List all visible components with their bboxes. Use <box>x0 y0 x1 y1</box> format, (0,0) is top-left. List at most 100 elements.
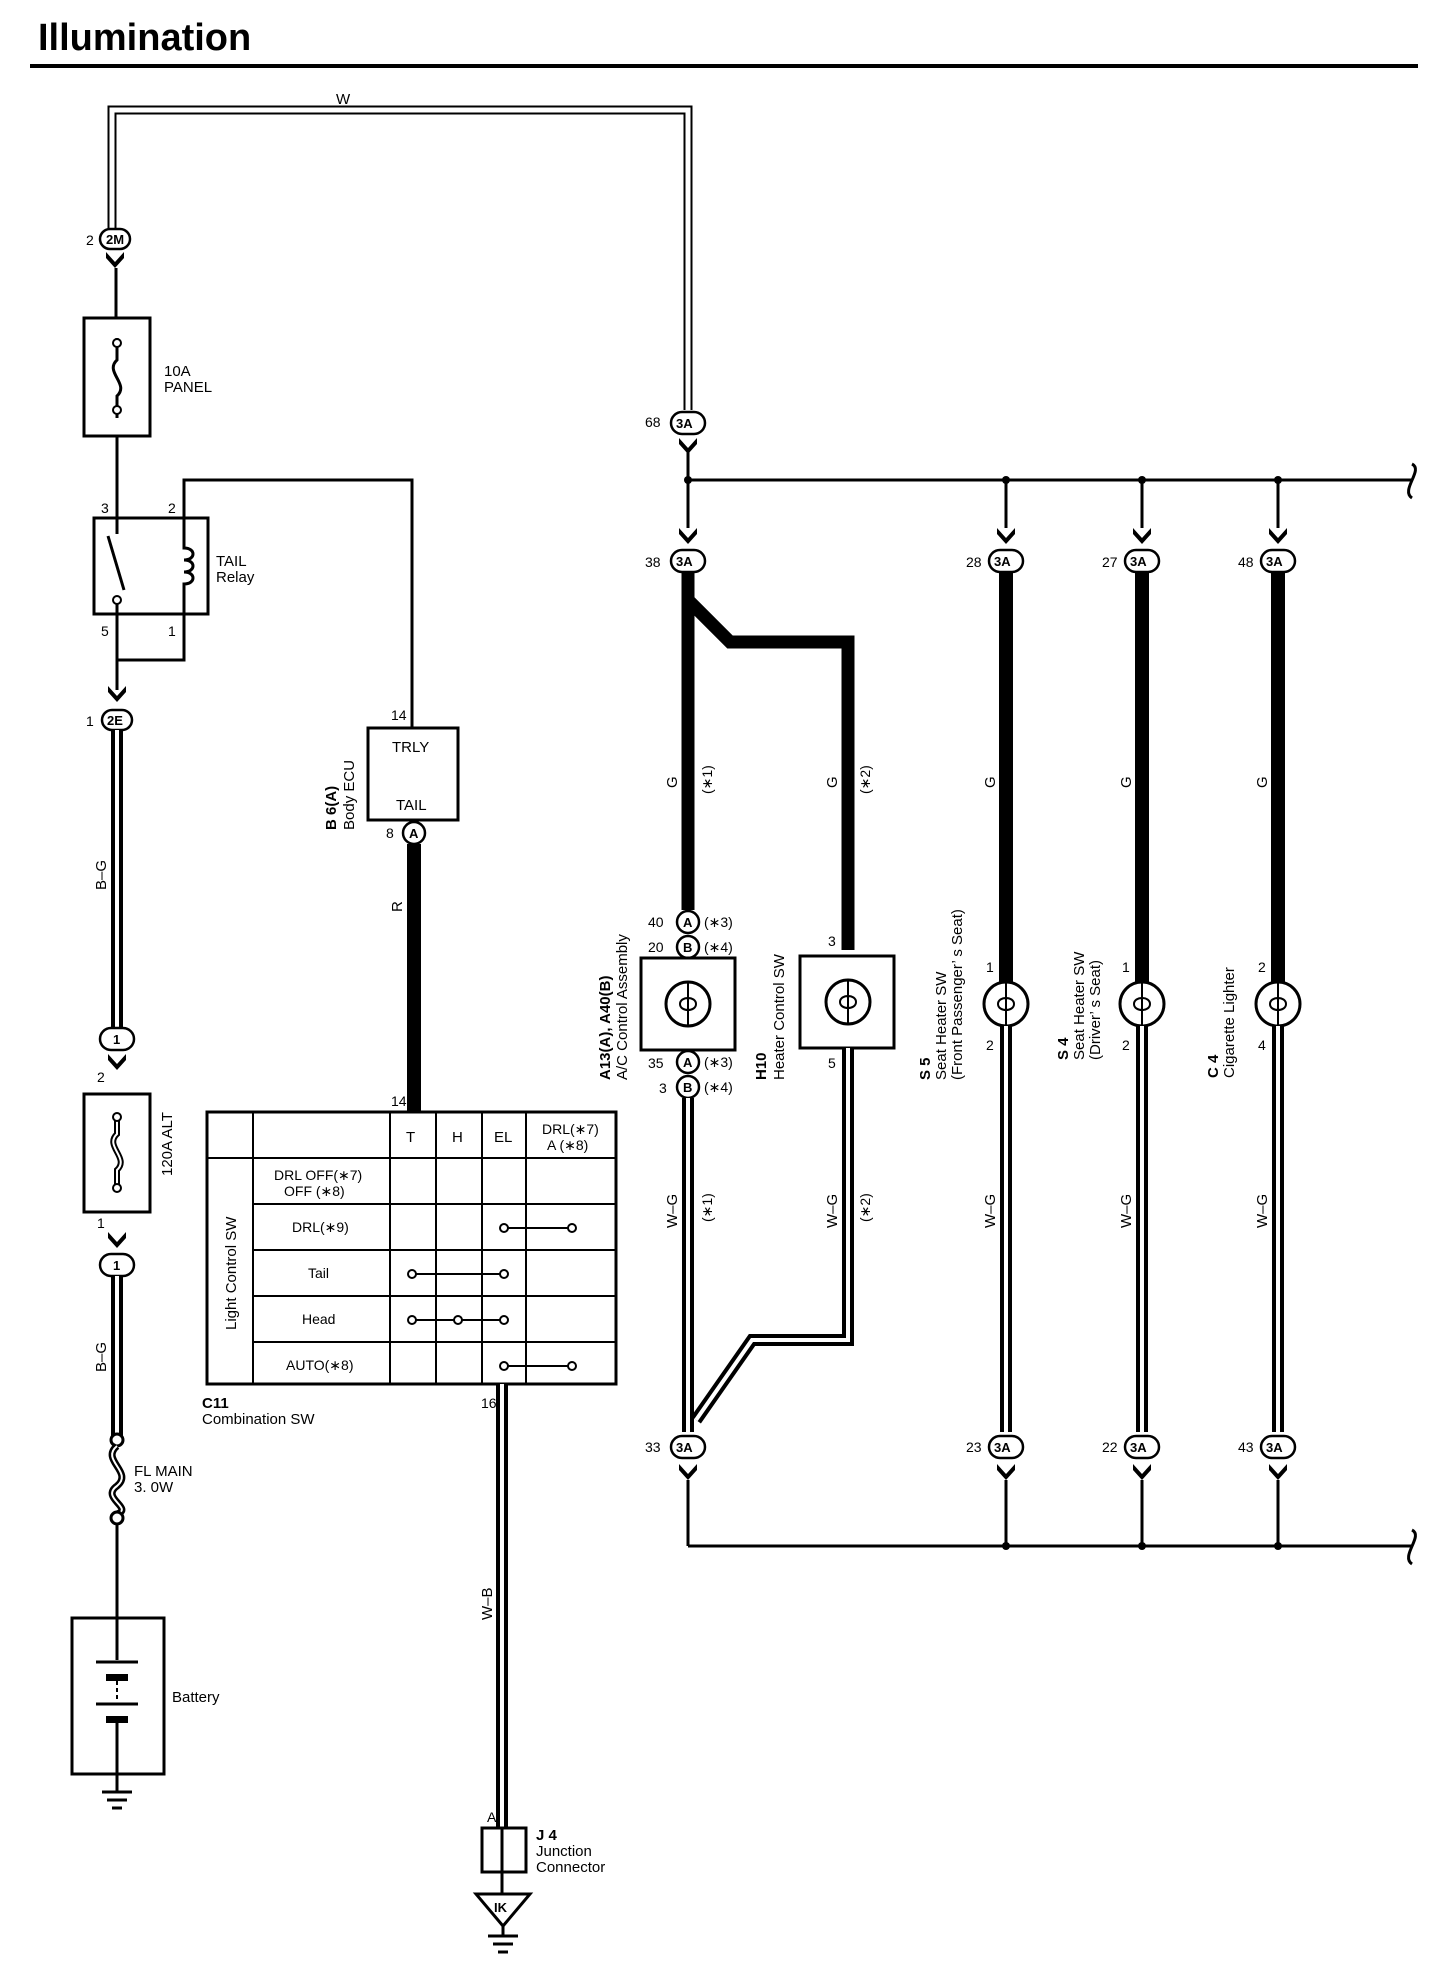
wire-w-top <box>107 105 693 410</box>
svg-text:3A: 3A <box>1130 1440 1147 1455</box>
col-h: H <box>452 1129 463 1146</box>
svg-text:A: A <box>409 826 419 841</box>
bus-bottom <box>686 1480 1417 1566</box>
svg-text:3A: 3A <box>994 1440 1011 1455</box>
svg-text:1: 1 <box>168 623 176 639</box>
fuse-10a-panel: 10A PANEL <box>82 316 212 438</box>
svg-text:35: 35 <box>648 1055 664 1071</box>
svg-text:A13(A), A40(B): A13(A), A40(B) <box>597 976 614 1080</box>
body-ecu: 14 TRLY TAIL B 6(A) Body ECU 8 A <box>323 707 460 846</box>
label-g-3: G <box>982 776 999 788</box>
seat-heater-sw-s4: 1 2 S 4 Seat Heater SW (Driver’ s Seat) <box>1055 951 1166 1060</box>
svg-text:3A: 3A <box>1266 1440 1283 1455</box>
svg-text:28: 28 <box>966 554 982 570</box>
svg-text:Seat Heater SW: Seat Heater SW <box>1071 951 1088 1060</box>
label-wg-1: W–G <box>664 1194 681 1228</box>
svg-text:Connector: Connector <box>536 1859 605 1876</box>
label-g-4: G <box>1118 776 1135 788</box>
wire-wb: 16 W–B <box>479 1384 508 1828</box>
svg-text:(∗4): (∗4) <box>704 939 733 955</box>
junction-connector-j4: A J 4 Junction Connector IK <box>472 1809 605 1954</box>
connector-1-upper: 1 2 <box>97 1026 136 1085</box>
row-drl: DRL(∗9) <box>292 1219 349 1235</box>
bus-top <box>684 462 1417 528</box>
svg-text:J 4: J 4 <box>536 1827 558 1844</box>
svg-text:3. 0W: 3. 0W <box>134 1479 174 1496</box>
connector-3a-23: 23 3A <box>966 1434 1025 1480</box>
svg-text:2E: 2E <box>107 713 123 728</box>
tail-relay: 3 2 5 1 TAIL Relay <box>92 500 255 639</box>
svg-text:(∗4): (∗4) <box>704 1079 733 1095</box>
wire-bg-lower: B–G <box>93 1276 123 1436</box>
col-t: T <box>406 1129 415 1146</box>
label-note-wg-2: (∗2) <box>857 1193 873 1222</box>
wire-wg-c4 <box>1272 1026 1284 1432</box>
svg-text:1: 1 <box>86 713 94 729</box>
svg-text:1: 1 <box>113 1258 120 1273</box>
wire-bg-upper: B–G <box>93 730 123 1028</box>
pin-14-comb: 14 <box>391 1093 407 1109</box>
svg-text:(∗3): (∗3) <box>704 914 733 930</box>
cigarette-lighter-c4: 2 4 C 4 Cigarette Lighter <box>1205 959 1302 1078</box>
svg-text:Heater Control SW: Heater Control SW <box>771 953 788 1080</box>
svg-text:4: 4 <box>1258 1037 1266 1053</box>
col-el: EL <box>494 1129 512 1146</box>
svg-text:8: 8 <box>386 825 394 841</box>
ground-battery <box>102 1774 132 1810</box>
row-drl-off: DRL OFF(∗7) <box>274 1167 362 1183</box>
svg-text:2: 2 <box>1122 1037 1130 1053</box>
col-a: A (∗8) <box>547 1137 588 1153</box>
seat-heater-sw-s5: 1 2 S 5 Seat Heater SW (Front Passenger’… <box>917 909 1030 1080</box>
wire-g-s4 <box>1135 572 1149 992</box>
svg-text:33: 33 <box>645 1439 661 1455</box>
svg-text:Battery: Battery <box>172 1689 220 1706</box>
wire-g-c4 <box>1271 572 1285 992</box>
connector-3a-27: 27 3A <box>1102 528 1161 574</box>
svg-text:3: 3 <box>659 1080 667 1096</box>
svg-text:16: 16 <box>481 1395 497 1411</box>
svg-text:S 4: S 4 <box>1055 1037 1072 1060</box>
svg-text:27: 27 <box>1102 554 1118 570</box>
svg-text:Cigarette Lighter: Cigarette Lighter <box>1221 967 1238 1078</box>
connector-3a-38: 38 3A <box>645 528 707 574</box>
title-rule <box>30 64 1418 68</box>
connector-2e: 1 2E <box>86 686 134 732</box>
row-auto: AUTO(∗8) <box>286 1357 353 1373</box>
ac-control-assembly: 40 A (∗3) 20 B (∗4) 35 A (∗3) 3 B (∗4) A… <box>597 909 737 1100</box>
svg-text:R: R <box>389 901 406 912</box>
wire-g-s5 <box>999 572 1013 992</box>
connector-3a-48: 48 3A <box>1238 528 1297 574</box>
wire-label-w: W <box>336 91 351 108</box>
svg-text:2M: 2M <box>106 232 124 247</box>
label-g-5: G <box>1254 776 1271 788</box>
svg-text:1: 1 <box>113 1032 120 1047</box>
continuity-marks <box>407 1223 577 1371</box>
svg-text:20: 20 <box>648 939 664 955</box>
svg-text:C 4: C 4 <box>1205 1054 1222 1078</box>
label-wg-4: W–G <box>1118 1194 1135 1228</box>
svg-text:B: B <box>683 940 692 955</box>
svg-text:3A: 3A <box>676 554 693 569</box>
row-off: OFF (∗8) <box>284 1183 345 1199</box>
col-drl: DRL(∗7) <box>542 1121 599 1137</box>
svg-text:3: 3 <box>101 500 109 516</box>
svg-text:10A: 10A <box>164 363 191 380</box>
svg-text:48: 48 <box>1238 554 1254 570</box>
battery: Battery <box>70 1616 220 1776</box>
svg-text:A: A <box>683 915 693 930</box>
svg-text:3: 3 <box>828 933 836 949</box>
connector-3a-43: 43 3A <box>1238 1434 1297 1480</box>
svg-text:FL MAIN: FL MAIN <box>134 1463 193 1480</box>
connector-3a-22: 22 3A <box>1102 1434 1161 1480</box>
wire-wg-heater <box>691 1048 854 1424</box>
svg-text:(Front Passenger’ s Seat): (Front Passenger’ s Seat) <box>949 909 966 1080</box>
svg-text:Body ECU: Body ECU <box>341 760 358 830</box>
svg-text:H10: H10 <box>753 1052 770 1080</box>
svg-text:2: 2 <box>97 1069 105 1085</box>
svg-text:B–G: B–G <box>93 1342 110 1372</box>
row-tail: Tail <box>308 1265 329 1281</box>
svg-text:(Driver’ s Seat): (Driver’ s Seat) <box>1087 960 1104 1060</box>
label-note-2: (∗2) <box>857 765 873 794</box>
svg-text:Seat Heater SW: Seat Heater SW <box>933 971 950 1080</box>
svg-text:TAIL: TAIL <box>216 553 247 570</box>
